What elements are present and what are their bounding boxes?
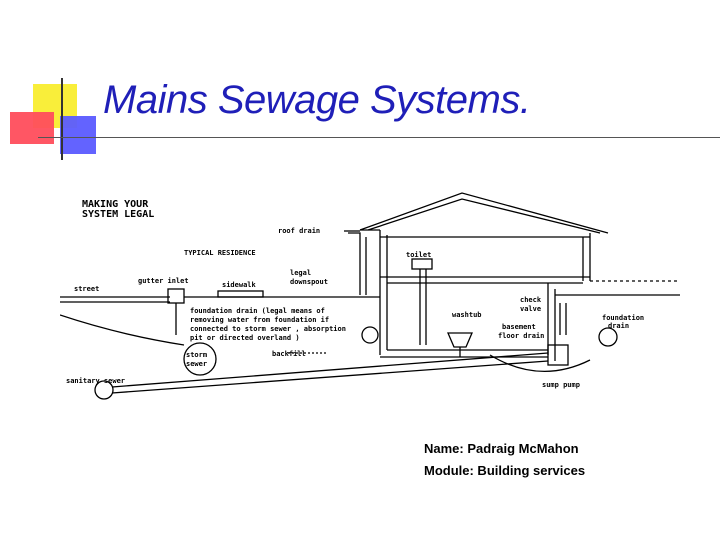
label-check-2: valve	[520, 305, 541, 313]
label-roof-drain: roof drain	[278, 227, 320, 235]
module-name: Module: Building services	[424, 463, 586, 478]
label-foundation-drain-1: foundation	[602, 314, 644, 322]
label-foundation-note-3: connected to storm sewer , absorption	[190, 325, 346, 333]
label-foundation-note-2: removing water from foundation if	[190, 316, 329, 324]
label-basement-1: basement	[502, 323, 536, 331]
label-sump-pump: sump pump	[542, 381, 580, 389]
title-rule	[38, 137, 720, 138]
accent-vertical-line	[61, 78, 63, 160]
label-washtub: washtub	[452, 311, 482, 319]
slide-title: Mains Sewage Systems.	[103, 78, 531, 122]
label-legal-2: downspout	[290, 278, 328, 286]
label-foundation-drain-2: drain	[608, 322, 629, 330]
accent-square-red	[10, 112, 54, 144]
label-gutter-inlet: gutter inlet	[138, 277, 189, 285]
label-storm-1: storm	[186, 351, 207, 359]
label-sidewalk: sidewalk	[222, 281, 257, 289]
label-street: street	[74, 285, 99, 293]
sewage-diagram: MAKING YOUR SYSTEM LEGAL TYPICAL RESIDEN…	[60, 192, 680, 400]
diagram-heading-1: MAKING YOUR	[82, 199, 149, 210]
label-legal-1: legal	[290, 269, 311, 277]
label-check-1: check	[520, 296, 542, 304]
label-storm-2: sewer	[186, 360, 207, 368]
label-foundation-note-4: pit or directed overland )	[190, 334, 300, 342]
author-name: Name: Padraig McMahon	[424, 441, 579, 456]
label-sanitary-sewer: sanitary sewer	[66, 377, 125, 385]
label-backfill: backfill	[272, 350, 306, 358]
diagram-heading-2: SYSTEM LEGAL	[82, 209, 154, 220]
label-basement-2: floor drain	[498, 332, 544, 340]
label-foundation-note-1: foundation drain (legal means of	[190, 307, 325, 315]
label-typical-residence: TYPICAL RESIDENCE	[184, 249, 256, 257]
label-toilet: toilet	[406, 251, 431, 259]
accent-square-blue	[60, 116, 96, 154]
